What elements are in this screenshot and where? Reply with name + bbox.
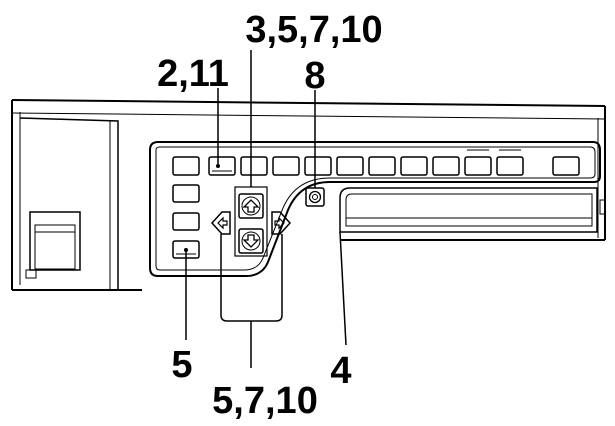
display-window [339, 187, 598, 233]
callout-bottom-center: 5,7,10 [212, 380, 318, 422]
button-top-4[interactable] [272, 156, 300, 176]
circle-target-button-icon[interactable] [305, 187, 325, 207]
callout-top-left: 2,11 [157, 53, 229, 95]
button-top-3[interactable] [240, 156, 268, 176]
button-top-2[interactable] [208, 156, 236, 176]
right-arrow-button-icon[interactable] [271, 211, 292, 235]
callout-top-right: 8 [304, 55, 325, 97]
control-panel [149, 141, 601, 277]
button-top-8[interactable] [400, 156, 428, 176]
button-top-5[interactable] [304, 156, 332, 176]
button-top-7[interactable] [368, 156, 396, 176]
button-top-1[interactable] [172, 156, 200, 176]
device-body [11, 99, 606, 291]
button-top-10[interactable] [464, 156, 492, 176]
leader-lines [184, 50, 347, 368]
down-arrow-button-icon[interactable] [238, 228, 264, 254]
left-button-column [172, 184, 200, 259]
left-arrow-button-icon[interactable] [210, 211, 231, 235]
indicator-lamp [25, 269, 37, 279]
button-top-6[interactable] [336, 156, 364, 176]
callout-bottom-right: 4 [330, 350, 351, 392]
button-left-1[interactable] [172, 184, 200, 203]
left-module [19, 117, 119, 289]
callout-labels: 3,5,7,10 2,11 8 5 5,7,10 4 [157, 9, 383, 422]
top-button-row [172, 149, 580, 176]
arrow-cluster [210, 186, 292, 257]
button-top-9[interactable] [432, 156, 460, 176]
up-arrow-button-icon[interactable] [238, 193, 264, 219]
button-top-12[interactable] [552, 156, 580, 176]
callout-top-center: 3,5,7,10 [245, 9, 382, 51]
callout-bottom-left: 5 [171, 344, 192, 386]
button-left-2[interactable] [172, 212, 200, 231]
button-top-11[interactable] [496, 156, 524, 176]
